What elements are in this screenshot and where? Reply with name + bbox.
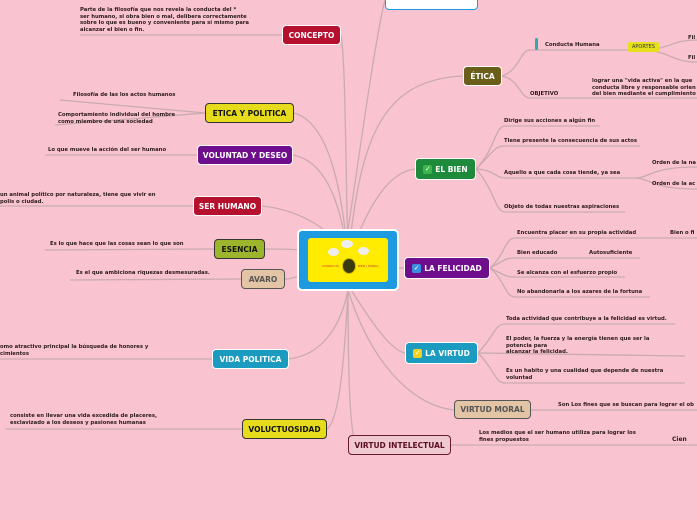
ser-humano-note: un animal político por naturaleza, tiene… — [0, 192, 156, 205]
etica-node[interactable]: ÉTICA — [463, 66, 502, 86]
conducta-humana: Conducta Humana — [545, 42, 600, 48]
aportes-badge: APORTES — [628, 42, 659, 52]
concepto-node[interactable]: CONCEPTO — [282, 25, 341, 45]
person-icon — [535, 38, 538, 50]
el-bien-item: Aquello a que cada cosa tiende, ya sea — [504, 170, 621, 176]
virtud-item: El poder, la fuerza y la energía tienen … — [506, 336, 650, 355]
speech-bubble-icon — [358, 247, 369, 255]
el-bien-sub: Orden de la na — [652, 160, 696, 166]
virtud-label: LA VIRTUD — [425, 348, 470, 358]
virtud-item: Toda actividad que contribuye a la felic… — [506, 316, 667, 322]
etica-politica-node[interactable]: ETICA Y POLITICA — [205, 103, 294, 123]
caption-right: BIEN / MORAL — [358, 264, 379, 268]
esencia-note: Es lo que hace que las cosas sean lo que… — [50, 241, 184, 247]
esencia-node[interactable]: ESENCIA — [214, 239, 265, 259]
felicidad-item: Bien educado — [517, 250, 558, 256]
fil-item: Fil — [688, 35, 696, 41]
avaro-node[interactable]: AVARO — [241, 269, 285, 289]
fil-item: Fil — [688, 55, 696, 61]
el-bien-sub: Orden de la ac — [652, 181, 696, 187]
check-icon: ✓ — [413, 348, 423, 358]
el-bien-node[interactable]: ✓EL BIEN — [415, 158, 476, 180]
vida-politica-note: omo atractivo principal la búsqueda de h… — [0, 344, 149, 357]
speech-bubble-icon — [341, 240, 353, 248]
el-bien-item: Objeto de todas nuestras aspiraciones — [504, 204, 620, 210]
virtud-item: Es un habito y una cualidad que depende … — [506, 368, 664, 381]
etica-politica-note: Filosofía de las los actos humanos — [73, 92, 176, 98]
felicidad-item: Autosuficiente — [589, 250, 633, 256]
el-bien-label: EL BIEN — [435, 164, 468, 174]
check-icon: ✓ — [412, 263, 422, 273]
avaro-note: Es el que ambiciona riquezas desmesurada… — [76, 270, 210, 276]
voluntad-note: Lo que mueve la acción del ser humano — [48, 147, 167, 153]
caption-left: CONDUCTA — [322, 264, 339, 268]
felicidad-extra: Bien o fi — [670, 230, 695, 236]
la-felicidad-node[interactable]: ✓LA FELICIDAD — [404, 257, 490, 279]
check-icon: ✓ — [423, 164, 433, 174]
virtud-intelectual-extra: Cien — [672, 436, 687, 443]
ser-humano-node[interactable]: SER HUMANO — [193, 196, 262, 216]
felicidad-label: LA FELICIDAD — [424, 263, 482, 273]
voluctuosidad-note: consiste en llevar una vida excedida de … — [10, 413, 158, 426]
objetivo-label: OBJETIVO — [530, 91, 559, 97]
virtud-moral-note: Son Los fines que se buscan para lograr … — [558, 402, 694, 408]
concepto-note: Parte de la filosofía que nos revela la … — [80, 7, 249, 33]
virtud-intelectual-note: Los medios que el ser humano utiliza par… — [479, 430, 636, 443]
felicidad-item: Encuentra placer en su propia actividad — [517, 230, 637, 236]
felicidad-item: Se alcanza con el esfuerzo propio — [517, 270, 618, 276]
central-image: CONDUCTA BIEN / MORAL — [308, 238, 388, 282]
voluntad-deseo-node[interactable]: VOLUNTAD Y DESEO — [197, 145, 293, 165]
emblem-icon — [342, 258, 356, 274]
el-bien-item: Tiene presente la consecuencia de sus ac… — [504, 138, 638, 144]
la-virtud-node[interactable]: ✓LA VIRTUD — [405, 342, 478, 364]
central-topic[interactable]: CONDUCTA BIEN / MORAL — [297, 229, 399, 291]
top-partial-node[interactable] — [385, 0, 478, 10]
el-bien-item: Dirige sus acciones a algún fin — [504, 118, 596, 124]
speech-bubble-icon — [328, 248, 339, 256]
virtud-moral-node[interactable]: VIRTUD MORAL — [454, 400, 531, 419]
voluctuosidad-node[interactable]: VOLUCTUOSIDAD — [242, 419, 327, 439]
felicidad-item: No abandonarla a los azares de la fortun… — [517, 289, 643, 295]
vida-politica-node[interactable]: VIDA POLITICA — [212, 349, 289, 369]
virtud-intelectual-node[interactable]: VIRTUD INTELECTUAL — [348, 435, 451, 455]
